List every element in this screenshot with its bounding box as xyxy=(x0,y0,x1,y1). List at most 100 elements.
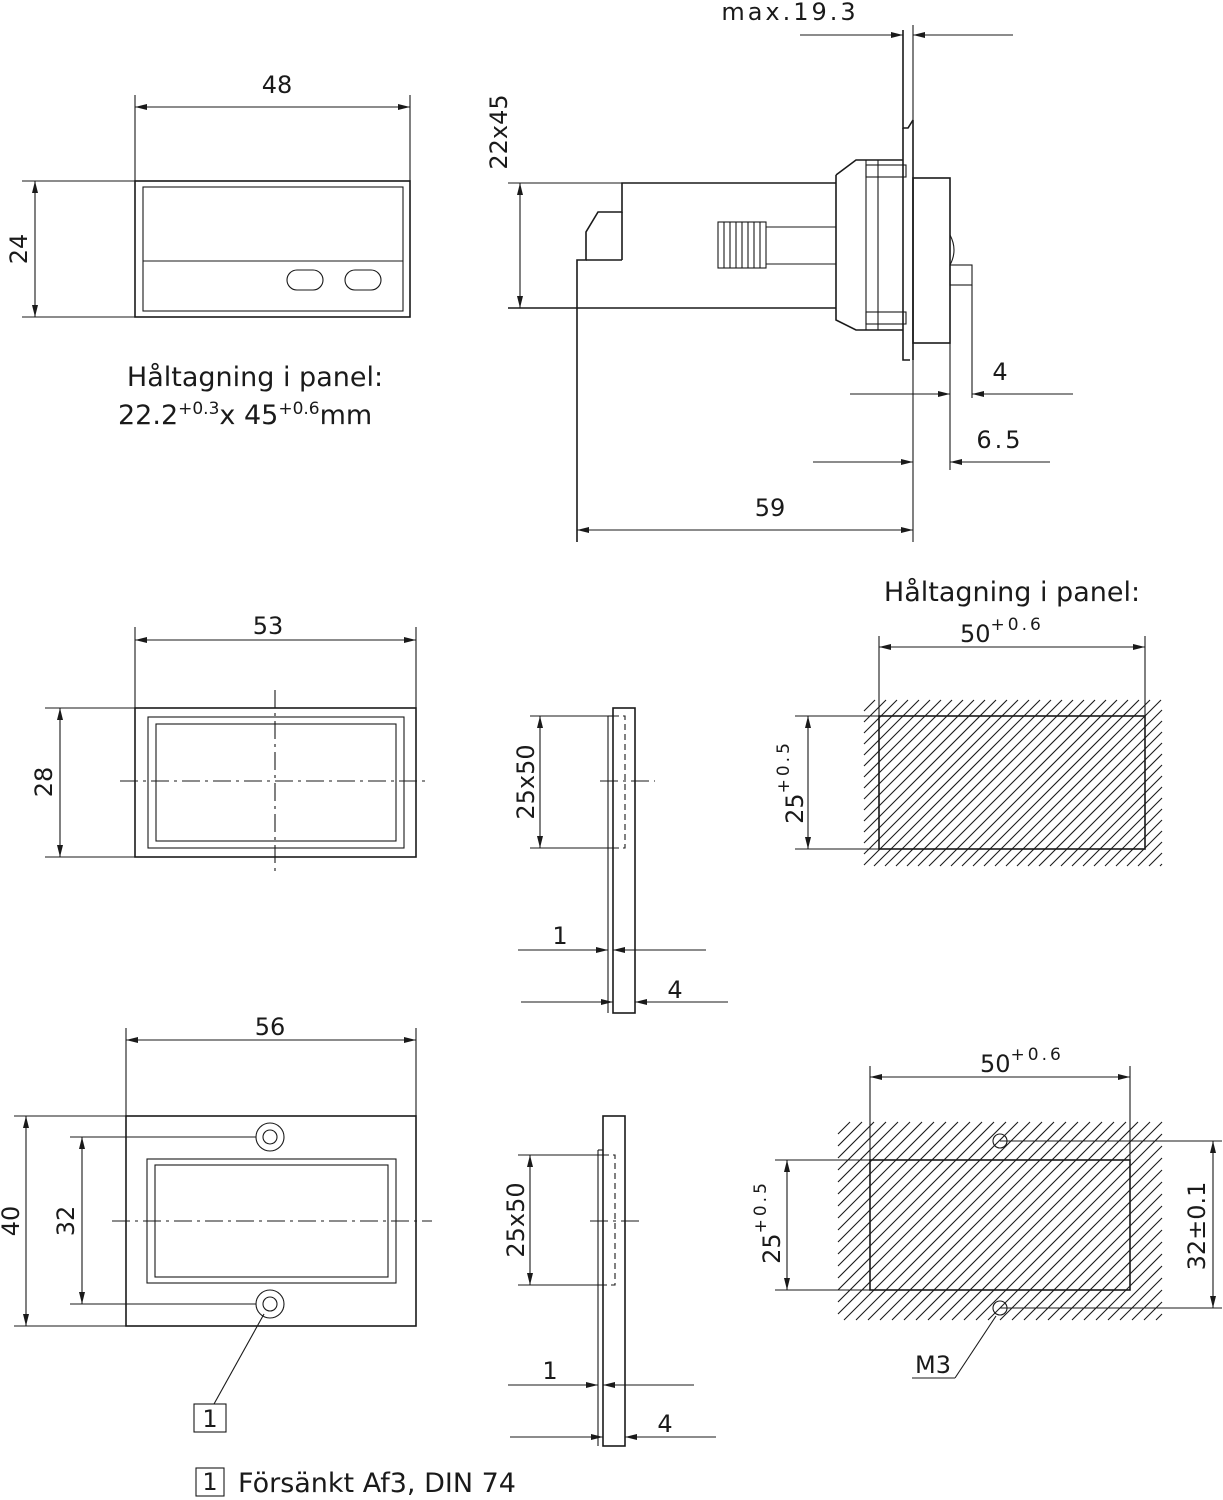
dim-4: 4 xyxy=(992,358,1007,386)
mount-hole-bottom xyxy=(255,1289,285,1319)
hatch-line xyxy=(951,1121,1151,1321)
hatch-line xyxy=(837,1121,875,1159)
dim-cutout-25-a: 25+0.5 xyxy=(774,740,809,824)
hatch-line xyxy=(975,1133,1163,1321)
dim-1-a: 1 xyxy=(552,922,567,950)
hatch-line xyxy=(939,699,1107,867)
hatch-line xyxy=(950,699,1118,867)
hatch-line xyxy=(855,1121,1055,1321)
hatch-line xyxy=(837,1121,935,1219)
hatch-line xyxy=(837,1121,899,1183)
hatch-line xyxy=(1047,1205,1163,1321)
hatch-line xyxy=(1155,1313,1163,1321)
dim-height-40: 40 xyxy=(0,1206,25,1237)
hatch-line xyxy=(983,699,1151,867)
hatch-line xyxy=(939,1121,1139,1321)
hatch-line xyxy=(863,699,986,822)
side-view: max.19.3 22x45 4 6.5 59 xyxy=(485,0,1073,542)
hatch-line xyxy=(837,1121,959,1243)
hatch-line xyxy=(1137,841,1163,867)
hatch-line xyxy=(963,1121,1163,1321)
body-outline xyxy=(576,182,836,542)
hatch-line xyxy=(837,1121,1019,1303)
hatch-line xyxy=(1038,742,1163,867)
hatch-line xyxy=(915,1121,1115,1321)
dim-59: 59 xyxy=(755,494,786,522)
dim-height-24: 24 xyxy=(5,234,33,265)
dim-pitch-32-tol: 32±0.1 xyxy=(1183,1182,1211,1271)
callout-number: 1 xyxy=(202,1405,217,1433)
dim-1-b: 1 xyxy=(542,1357,557,1385)
display-window xyxy=(155,723,397,842)
hatch-line xyxy=(987,1145,1163,1321)
hatch-line xyxy=(863,699,942,778)
dim-height-28: 28 xyxy=(30,767,58,798)
display-window xyxy=(142,186,404,312)
hatch-line xyxy=(884,699,1052,867)
front-view-48x24: 48 24 Håltagning i panel: 22.2+0.3x 45+0… xyxy=(5,71,411,431)
hatch-line xyxy=(1159,863,1163,867)
dim-25x50-a: 25x50 xyxy=(512,744,540,819)
hatch-line xyxy=(1011,1169,1163,1321)
dim-cutout-50-b: 50+0.6 xyxy=(980,1045,1064,1078)
hatch-line xyxy=(867,1121,1067,1321)
hatch-line xyxy=(906,699,1074,867)
hatch-line xyxy=(1095,1253,1163,1321)
hatch-line xyxy=(1023,1181,1163,1321)
hatch-line xyxy=(1115,819,1163,867)
dim-pitch-32: 32 xyxy=(52,1206,80,1237)
hatch-line xyxy=(863,699,1030,866)
front-view-53x28: 53 28 xyxy=(30,612,430,875)
hatch-line xyxy=(837,1121,1007,1291)
hatch-line xyxy=(837,1121,851,1135)
button-right xyxy=(344,269,382,291)
hatch-line xyxy=(863,699,1008,844)
hatch-line xyxy=(1131,1289,1163,1321)
hatch-line xyxy=(837,1121,971,1255)
cutout-opening-2 xyxy=(878,715,1146,850)
dim-6-5: 6.5 xyxy=(976,426,1023,454)
legend: 1 Försänkt Af3, DIN 74 xyxy=(195,1467,516,1499)
hatch-line xyxy=(1107,1265,1163,1321)
hatch-line xyxy=(863,699,997,833)
hatch-line xyxy=(999,1157,1163,1321)
dim-max-19-3: max.19.3 xyxy=(721,0,858,26)
hatch-line xyxy=(837,1121,863,1147)
mount-hole-top xyxy=(255,1122,285,1152)
front-face xyxy=(912,177,951,344)
hatch-line xyxy=(1104,808,1163,867)
hatch-line xyxy=(843,1121,1043,1321)
hatch-line xyxy=(837,1121,887,1171)
side-button xyxy=(949,264,973,286)
hatch-line xyxy=(1093,797,1163,867)
panel-cutout-3: 50+0.6 25+0.5 32±0.1 M3 xyxy=(751,1045,1222,1379)
hatch-line xyxy=(863,699,920,756)
legend-number: 1 xyxy=(202,1468,217,1496)
dim-width-53: 53 xyxy=(253,612,284,640)
hatch-line xyxy=(863,699,931,767)
hatch-line xyxy=(879,1121,1079,1321)
hatch-line xyxy=(837,1121,911,1195)
hatch-line xyxy=(1119,1277,1163,1321)
hatch-line xyxy=(1071,1229,1163,1321)
dim-25x50-b: 25x50 xyxy=(502,1182,530,1257)
dim-cutout-50-a: 50+0.6 xyxy=(960,615,1044,648)
hatch-line xyxy=(837,1121,983,1267)
hatch-line xyxy=(837,1121,1031,1315)
hatch-line xyxy=(1060,764,1163,867)
dim-width-48: 48 xyxy=(262,71,293,99)
hatch-line xyxy=(994,699,1162,867)
dim-panel-22x45: 22x45 xyxy=(485,94,513,169)
side-profile-2: 25x50 1 4 xyxy=(512,707,728,1014)
hatch-line xyxy=(895,699,1063,867)
hatch-line xyxy=(928,699,1096,867)
hatch-line xyxy=(1035,1193,1163,1321)
hatch-line xyxy=(1083,1241,1163,1321)
hatch-line xyxy=(917,699,1085,867)
hatch-line xyxy=(1049,753,1163,867)
side-profile-3: 25x50 1 4 xyxy=(502,1115,716,1447)
hatch-line xyxy=(1059,1217,1163,1321)
front-view-56x40: 56 40 32 1 xyxy=(0,1013,432,1433)
hatch-line xyxy=(837,1121,923,1207)
cutout-opening-3 xyxy=(869,1159,1131,1291)
